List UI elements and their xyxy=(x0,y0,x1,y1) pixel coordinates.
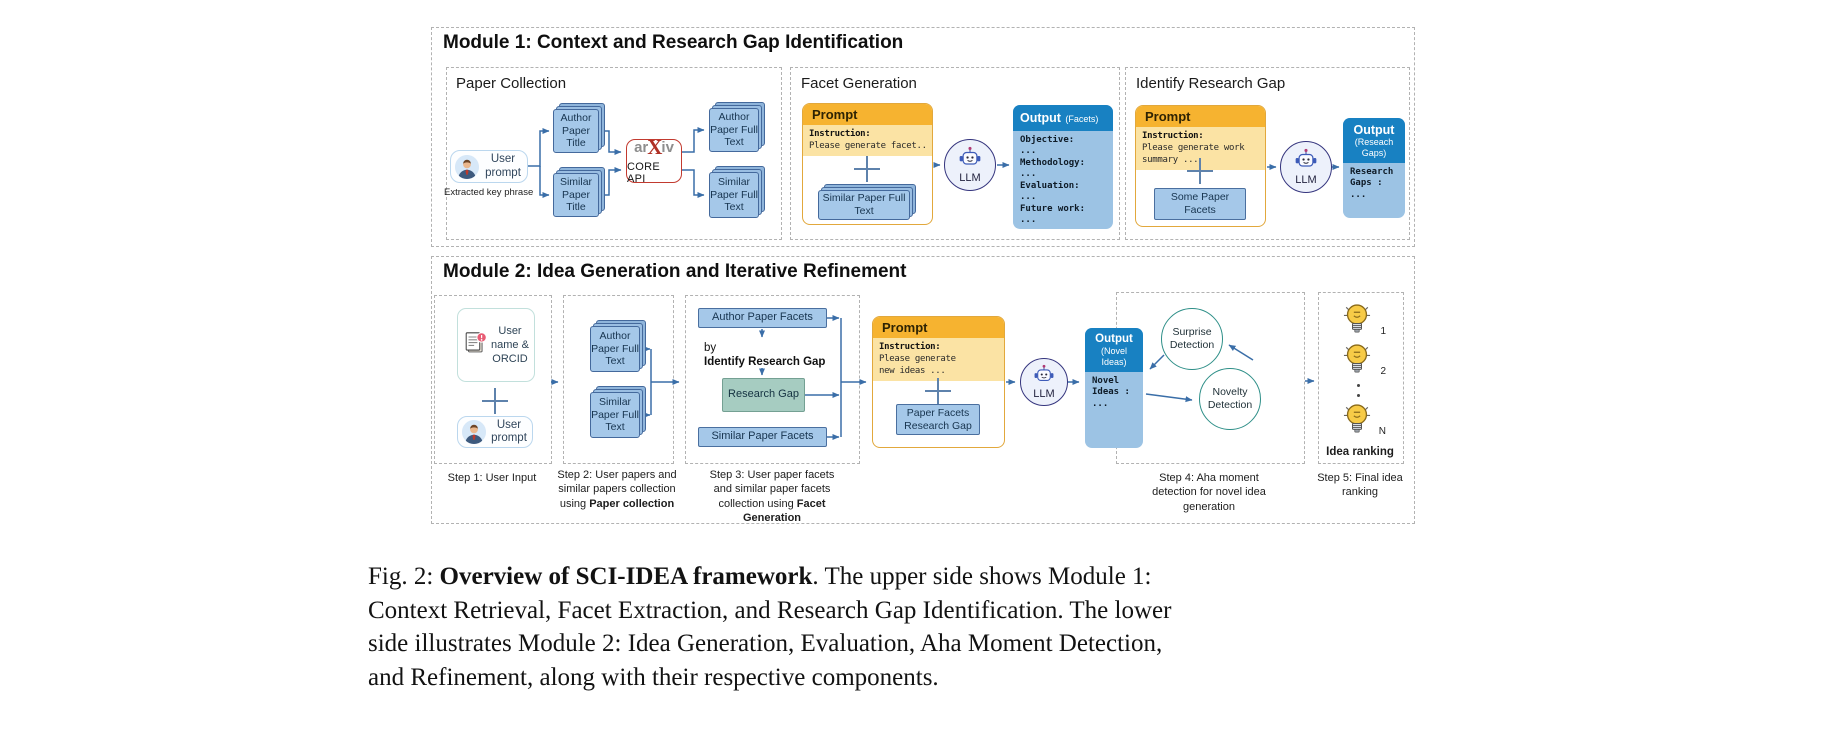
lightbulb-icon xyxy=(1340,404,1374,441)
paper-collection-panel xyxy=(446,67,782,240)
surprise-detection-circle: Surprise Detection xyxy=(1161,308,1223,370)
gap-instruction-label: Instruction: xyxy=(1142,131,1204,141)
arxiv-x-glyph: X xyxy=(647,135,663,159)
novel-ideas-output-card: Output (Novel Ideas) Novel Ideas : ... xyxy=(1085,328,1143,448)
figure-caption: Fig. 2: Overview of SCI-IDEA framework. … xyxy=(368,560,1488,694)
rank-number: 2 xyxy=(1380,366,1386,377)
module2-panel xyxy=(431,256,1415,524)
author-paper-fulltext-stack: Author Paper Full Text xyxy=(590,320,646,372)
facets-output-header: Output (Facets) xyxy=(1013,105,1113,131)
module1-panel xyxy=(431,27,1415,247)
paper-collection-title: Paper Collection xyxy=(456,75,567,92)
user-name-orcid-card: User name & ORCID xyxy=(457,308,535,382)
llm-node: LLM xyxy=(1020,358,1068,406)
novel-ideas-output-header: Output (Novel Ideas) xyxy=(1085,328,1143,372)
llm-robot-icon xyxy=(1293,148,1319,176)
caption-line: and Refinement, along with their respect… xyxy=(368,663,939,691)
facet-instruction-text: Please generate facet... xyxy=(809,141,926,152)
author-paper-title-stack: Author Paper Title xyxy=(553,103,605,153)
document-icon xyxy=(462,330,490,361)
caption-line: Context Retrieval, Facet Extraction, and… xyxy=(368,596,1172,624)
author-paper-fulltext-label: Author Paper Full Text xyxy=(709,108,759,152)
llm-label: LLM xyxy=(1295,174,1317,186)
plus-icon xyxy=(925,378,951,404)
step-label-3: Step 3: User paper facets and similar pa… xyxy=(709,469,835,524)
user-prompt-label: User prompt xyxy=(485,153,521,179)
similar-paper-fulltext-label: Similar Paper Full Text xyxy=(590,392,640,438)
rank-number: 1 xyxy=(1380,326,1386,337)
user-avatar-icon xyxy=(455,154,479,179)
identify-research-gap-panel xyxy=(1125,67,1410,240)
module1-title: Module 1: Context and Research Gap Ident… xyxy=(443,32,904,53)
idea-instruction-label: Instruction: xyxy=(879,342,941,352)
llm-label: LLM xyxy=(959,172,981,184)
ranking-ellipsis-dots xyxy=(1356,384,1360,404)
llm-node: LLM xyxy=(944,139,996,191)
idea-prompt-card: Prompt Instruction: Please generate new … xyxy=(872,316,1005,448)
ranked-idea-item: 2 xyxy=(1340,341,1386,379)
facet-attachment-stack: Similar Paper Full Text xyxy=(818,184,916,220)
author-paper-fulltext-stack: Author Paper Full Text xyxy=(709,102,765,152)
some-paper-facets-box: Some Paper Facets xyxy=(1154,188,1246,220)
novelty-detection-circle: Novelty Detection xyxy=(1199,368,1261,430)
research-gaps-output-body: Research Gaps : ... xyxy=(1350,167,1394,200)
similar-paper-title-stack: Similar Paper Title xyxy=(553,167,605,217)
caption-line: Fig. 2: Overview of SCI-IDEA framework. … xyxy=(368,563,1152,590)
step-label-5: Step 5: Final idea ranking xyxy=(1317,472,1403,499)
llm-node: LLM xyxy=(1280,141,1332,193)
user-name-orcid-label: User name & ORCID xyxy=(491,324,529,366)
user-prompt-pill: User prompt xyxy=(450,150,528,183)
module2-title: Module 2: Idea Generation and Iterative … xyxy=(443,261,907,282)
similar-paper-fulltext-label: Similar Paper Full Text xyxy=(709,172,759,218)
similar-paper-fulltext-stack: Similar Paper Full Text xyxy=(590,386,646,438)
facet-prompt-header: Prompt xyxy=(803,104,932,125)
user-avatar-icon xyxy=(462,420,486,444)
gap-prompt-header: Prompt xyxy=(1136,106,1265,127)
research-gaps-output-header: Output (Reseach Gaps) xyxy=(1343,118,1405,164)
rank-number: N xyxy=(1378,426,1386,437)
ranked-idea-item: N xyxy=(1340,401,1386,439)
paper-facets-research-gap-box: Paper Facets Research Gap xyxy=(896,404,980,435)
idea-ranking-label: Idea ranking xyxy=(1326,446,1394,458)
research-gap-box: Research Gap xyxy=(722,378,805,412)
similar-paper-fulltext-stack: Similar Paper Full Text xyxy=(709,166,765,218)
caption-line: side illustrates Module 2: Idea Generati… xyxy=(368,630,1163,657)
facet-attachment-label: Similar Paper Full Text xyxy=(818,190,910,220)
core-api-label: CORE API xyxy=(627,161,660,185)
novel-ideas-output-body: Novel Ideas : ... xyxy=(1092,375,1130,409)
step-label-2: Step 2: User papers and similar papers c… xyxy=(557,469,677,510)
step-label-4: Step 4: Aha moment detection for novel i… xyxy=(1152,472,1266,513)
plus-icon xyxy=(482,388,508,414)
facet-generation-title: Facet Generation xyxy=(801,75,917,92)
plus-icon xyxy=(1187,158,1213,184)
extracted-key-phrase-label: Extracted key phrase xyxy=(444,187,534,198)
llm-label: LLM xyxy=(1033,388,1055,400)
facets-output-body: Objective: ... Methodology: ... Evaluati… xyxy=(1020,135,1086,225)
similar-paper-title-label: Similar Paper Title xyxy=(553,173,599,217)
user-prompt-pill: User prompt xyxy=(457,416,533,448)
by-identify-research-gap-label: by Identify Research Gap xyxy=(704,342,826,369)
research-gaps-output-card: Output (Reseach Gaps) Research Gaps : ..… xyxy=(1343,118,1405,218)
arxiv-logo: arXiv xyxy=(634,135,674,159)
llm-robot-icon xyxy=(1032,364,1056,390)
facets-output-card: Output (Facets) Objective: ... Methodolo… xyxy=(1013,105,1113,229)
llm-robot-icon xyxy=(957,146,983,174)
step-label-1: Step 1: User Input xyxy=(447,472,537,484)
author-paper-fulltext-label: Author Paper Full Text xyxy=(590,326,640,372)
author-paper-title-label: Author Paper Title xyxy=(553,109,599,153)
step5-ranking-box xyxy=(1318,292,1404,464)
arxiv-core-api-node: arXiv CORE API xyxy=(626,135,682,185)
lightbulb-icon xyxy=(1340,344,1374,381)
user-prompt-label: User prompt xyxy=(491,418,527,444)
author-paper-facets-box: Author Paper Facets xyxy=(698,308,827,328)
facet-generation-panel xyxy=(790,67,1120,240)
facet-instruction-label: Instruction: xyxy=(809,129,871,139)
idea-prompt-header: Prompt xyxy=(873,317,1004,338)
similar-paper-facets-box: Similar Paper Facets xyxy=(698,427,827,447)
ranked-idea-item: 1 xyxy=(1340,301,1386,339)
plus-icon xyxy=(854,156,880,182)
identify-research-gap-title: Identify Research Gap xyxy=(1136,75,1286,92)
lightbulb-icon xyxy=(1340,304,1374,341)
